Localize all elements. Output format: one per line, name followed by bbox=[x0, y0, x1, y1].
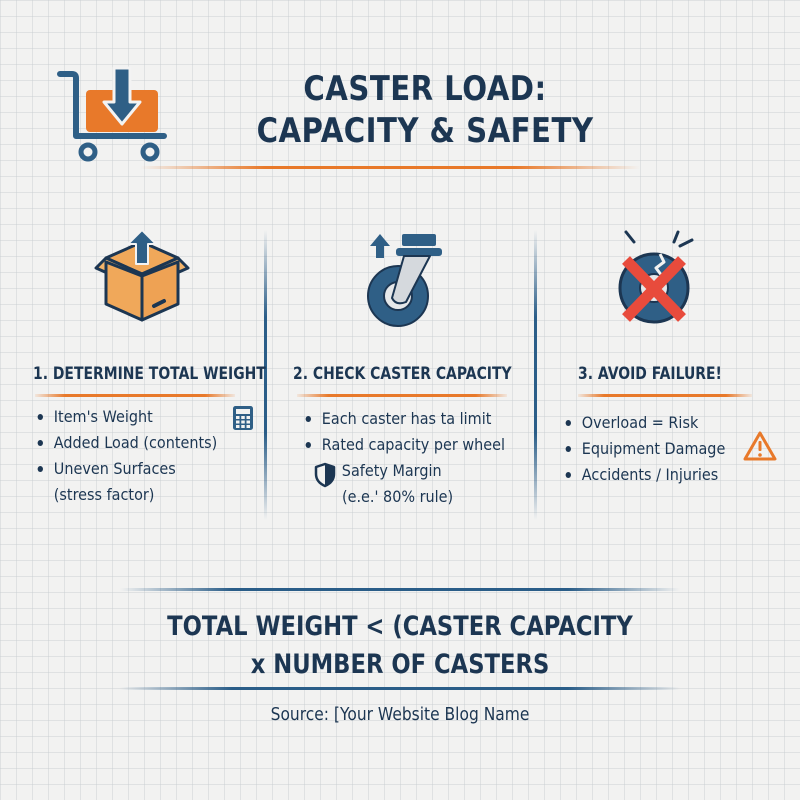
bullet-icon bbox=[565, 446, 571, 452]
formula-line-1: TOTAL WEIGHT < (CASTER CAPACITY bbox=[167, 611, 633, 642]
bullet-icon bbox=[37, 466, 43, 472]
list-item: Rated capacity per wheel bbox=[302, 432, 505, 458]
box-up-arrow-icon bbox=[92, 228, 192, 332]
cart-download-icon bbox=[56, 62, 168, 162]
step-2-heading: 2. CHECK CASTER CAPACITY bbox=[293, 364, 512, 384]
step-3-rule bbox=[578, 394, 752, 397]
step-1-rule bbox=[35, 394, 235, 397]
bullet-icon bbox=[565, 420, 571, 426]
list-item: Accidents / Injuries bbox=[562, 462, 725, 488]
formula-top-rule bbox=[120, 588, 680, 591]
safety-margin-item: Safety Margin (e.e.' 80% rule) bbox=[341, 461, 454, 506]
title-line-2: CAPACITY & SAFETY bbox=[256, 111, 594, 151]
bullet-icon bbox=[305, 416, 311, 422]
step-3-list: Overload = Risk Equipment Damage Acciden… bbox=[562, 410, 743, 488]
step-3-heading: 3. AVOID FAILURE! bbox=[578, 364, 722, 384]
list-item: Uneven Surfaces bbox=[34, 456, 217, 482]
list-item: Added Load (contents) bbox=[34, 430, 217, 456]
step-2-rule bbox=[297, 394, 507, 397]
warning-triangle-icon bbox=[742, 430, 778, 462]
list-item-continuation: (stress factor) bbox=[53, 485, 155, 504]
bullet-icon bbox=[37, 414, 43, 420]
bullet-icon bbox=[565, 472, 571, 478]
column-divider-1 bbox=[264, 230, 267, 520]
bullet-icon bbox=[37, 440, 43, 446]
source-credit: Source: [Your Website Blog Name bbox=[270, 704, 530, 725]
header-divider bbox=[140, 166, 640, 169]
column-divider-2 bbox=[534, 230, 537, 520]
step-2-list: Each caster has ta limit Rated capacity … bbox=[302, 406, 528, 458]
formula-line-2: x NUMBER OF CASTERS bbox=[250, 649, 550, 680]
list-item: Item's Weight bbox=[34, 404, 217, 430]
step-1-list: Item's Weight Added Load (contents) Unev… bbox=[34, 404, 238, 508]
bullet-icon bbox=[305, 442, 311, 448]
title-line-1: CASTER LOAD: bbox=[303, 69, 547, 109]
formula-text: TOTAL WEIGHT < (CASTER CAPACITY x NUMBER… bbox=[148, 608, 652, 684]
caster-wheel-icon bbox=[366, 228, 466, 332]
list-item: Overload = Risk bbox=[562, 410, 725, 436]
list-item: Equipment Damage bbox=[562, 436, 725, 462]
calculator-icon bbox=[231, 405, 255, 431]
step-1-heading: 1. DETERMINE TOTAL WEIGHT bbox=[33, 364, 266, 384]
page-title: CASTER LOAD: CAPACITY & SAFETY bbox=[214, 68, 635, 152]
shield-icon bbox=[314, 462, 336, 488]
list-item: Each caster has ta limit bbox=[302, 406, 505, 432]
broken-wheel-x-icon bbox=[612, 228, 712, 332]
formula-bottom-rule bbox=[120, 687, 680, 690]
